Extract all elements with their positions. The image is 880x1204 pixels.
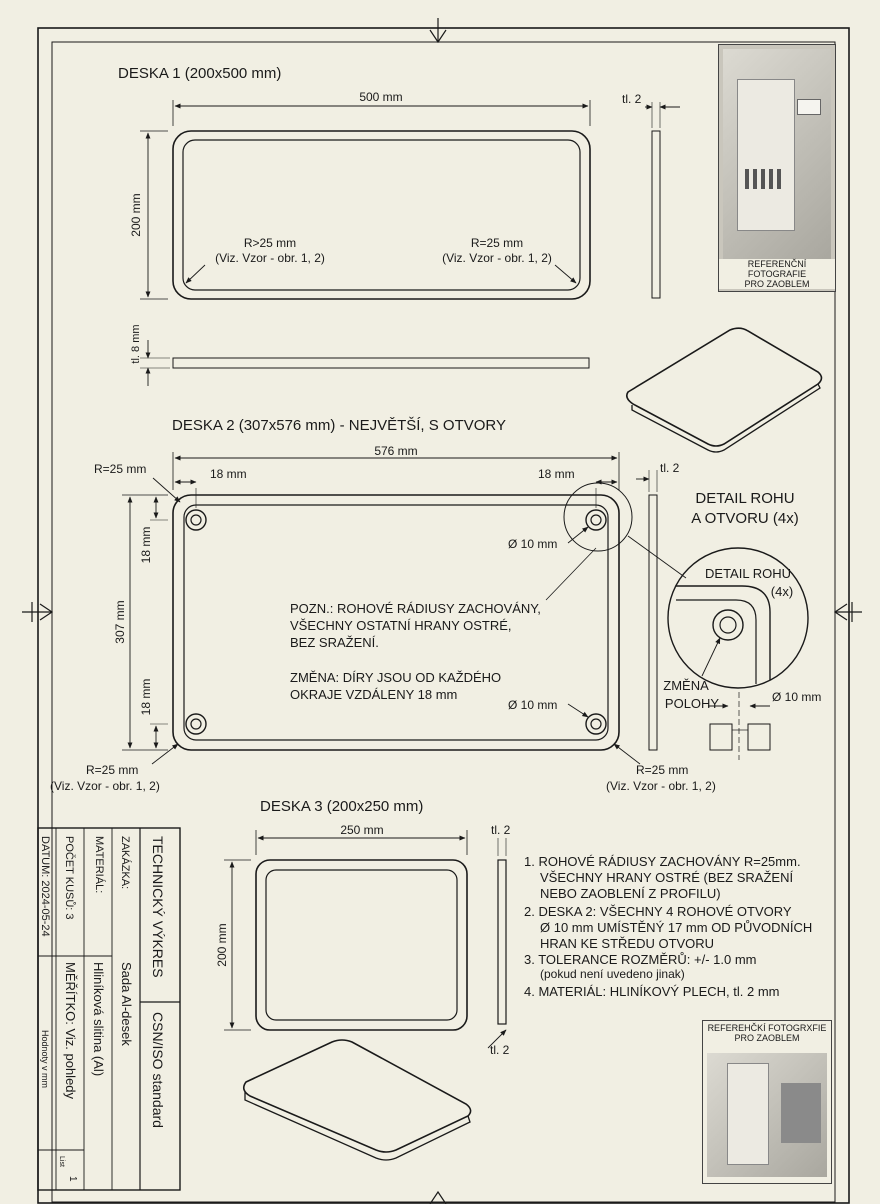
deska-2-hole-br bbox=[585, 713, 607, 735]
deska-2-change-1: ZMĚNA: DÍRY JSOU OD KAŽDÉHO bbox=[290, 670, 501, 685]
deska-2-radius-bl: R=25 mm bbox=[86, 763, 138, 777]
deska-1-thickness: tl. 2 bbox=[622, 92, 642, 106]
deska-3-height: 200 mm bbox=[215, 923, 229, 966]
title-block: TECHNICKÝ VÝKRES CSN/ISO standard ZAKÁZK… bbox=[37, 827, 181, 1191]
deska-2-radius-top: R=25 mm bbox=[94, 462, 146, 476]
title-sheet-label: List bbox=[58, 1156, 65, 1167]
deska-2-hole-top-label: Ø 10 mm bbox=[508, 537, 557, 551]
detail-change-1: ZMĚNA bbox=[663, 678, 709, 693]
title-standard: CSN/ISO standard bbox=[150, 1012, 166, 1128]
deska-1-height: 200 mm bbox=[129, 193, 143, 236]
deska-2-height: 307 mm bbox=[113, 600, 127, 643]
title-material-label: MATERIÁL: bbox=[93, 836, 106, 893]
deska-2-width: 576 mm bbox=[374, 444, 417, 458]
corner-detail: DETAIL ROHU A OTVORU (4x) DETAIL ROHU (4… bbox=[663, 490, 821, 760]
deska-2-radius-br: R=25 mm bbox=[636, 763, 688, 777]
deska-2-offset-bottom: 18 mm bbox=[139, 679, 153, 716]
deska-1-title: DESKA 1 (200x500 mm) bbox=[118, 65, 281, 82]
deska-1-plate: DESKA 1 (200x500 mm) 500 mm 200 mm R>25 … bbox=[118, 65, 823, 453]
deska-3-title: DESKA 3 (200x250 mm) bbox=[260, 798, 423, 815]
detail-inner-2: (4x) bbox=[771, 584, 793, 599]
note-2: 2. DESKA 2: VŠECHNY 4 ROHOVÉ OTVORY bbox=[524, 904, 792, 919]
deska-2-hole-bottom-label: Ø 10 mm bbox=[508, 698, 557, 712]
note-1: 1. ROHOVÉ RÁDIUSY ZACHOVÁNY R=25mm. bbox=[524, 854, 801, 869]
deska-2-plate: DESKA 2 (307x576 mm) - NEJVĚTŠÍ, S OTVOR… bbox=[50, 417, 716, 793]
detail-hole-label: Ø 10 mm bbox=[772, 690, 821, 704]
general-notes: 1. ROHOVÉ RÁDIUSY ZACHOVÁNY R=25mm. VŠEC… bbox=[524, 854, 812, 999]
deska-2-offset-top: 18 mm bbox=[139, 527, 153, 564]
detail-title-1: DETAIL ROHU bbox=[695, 490, 794, 507]
drawing-frame bbox=[22, 18, 862, 1204]
note-3b: (pokud není uvedeno jinak) bbox=[540, 967, 685, 981]
note-4: 4. MATERIÁL: HLINÍKOVÝ PLECH, tl. 2 mm bbox=[524, 984, 780, 999]
deska-2-hole-tr bbox=[585, 509, 607, 531]
note-2b: Ø 10 mm UMÍSTĚNÝ 17 mm OD PŮVODNÍCH bbox=[540, 920, 812, 935]
deska-2-note-3: BEZ SRAŽENÍ. bbox=[290, 635, 379, 650]
note-2c: HRAN KE STŘEDU OTVORU bbox=[540, 936, 714, 951]
deska-1-ref-right: (Viz. Vzor - obr. 1, 2) bbox=[442, 251, 552, 265]
note-1c: NEBO ZAOBLENÍ Z PROFILU) bbox=[540, 886, 721, 901]
title-zakazka-label: ZAKÁZKA: bbox=[119, 836, 132, 889]
deska-1-edge-thickness: tl. 8 mm bbox=[130, 324, 142, 363]
title-material-value: Hliníková slitina (Al) bbox=[91, 962, 106, 1076]
reference-photo-top: REFERENČNÍ FOTOGRAFIE PRO ZAOBLEM bbox=[718, 44, 836, 292]
deska-1-ref-left: (Viz. Vzor - obr. 1, 2) bbox=[215, 251, 325, 265]
detail-title-2: A OTVORU (4x) bbox=[691, 510, 799, 527]
title-count: POČET KUSŮ: 3 bbox=[63, 836, 76, 920]
deska-2-hole-tl bbox=[185, 509, 207, 531]
deska-2-change-2: OKRAJE VZDÁLENY 18 mm bbox=[290, 687, 457, 702]
title-technical: TECHNICKÝ VÝKRES bbox=[150, 836, 166, 978]
detail-change-2: POLOHY bbox=[665, 696, 720, 711]
deska-3-thickness-top: tl. 2 bbox=[491, 823, 511, 837]
detail-inner-1: DETAIL ROHU bbox=[705, 566, 791, 581]
deska-3-thickness-bottom: tl. 2 bbox=[490, 1043, 510, 1057]
photo-top-caption-2: PRO ZAOBLEM bbox=[744, 279, 810, 289]
photo-bottom-caption-1: REFEREHČKÍ FOTOGRXFIE bbox=[707, 1023, 827, 1033]
photo-top-caption-1: REFERENČNÍ FOTOGRAFIE bbox=[747, 259, 807, 279]
deska-2-ref-br: (Viz. Vzor - obr. 1, 2) bbox=[606, 779, 716, 793]
deska-2-title: DESKA 2 (307x576 mm) - NEJVĚTŠÍ, S OTVOR… bbox=[172, 417, 506, 434]
deska-2-ref-bl: (Viz. Vzor - obr. 1, 2) bbox=[50, 779, 160, 793]
deska-1-radius-right: R=25 mm bbox=[471, 236, 523, 250]
deska-2-hole-bl bbox=[185, 713, 207, 735]
reference-photo-bottom: REFEREHČKÍ FOTOGRXFIE PRO ZAOBLEM bbox=[702, 1020, 832, 1184]
title-date: DATUM: 2024-05-24 bbox=[39, 836, 51, 937]
deska-2-note-2: VŠECHNY OSTATNÍ HRANY OSTRÉ, bbox=[290, 618, 512, 633]
title-scale: MĚŘÍTKO: Viz. pohledy bbox=[63, 962, 78, 1100]
deska-2-offset-right: 18 mm bbox=[538, 467, 575, 481]
title-sheet-value: 1 bbox=[67, 1176, 78, 1182]
deska-1-radius-left: R>25 mm bbox=[244, 236, 296, 250]
title-zakazka-value: Sada Al-desek bbox=[119, 962, 134, 1046]
note-3: 3. TOLERANCE ROZMĚRŮ: +/- 1.0 mm bbox=[524, 952, 756, 967]
photo-bottom-caption-2: PRO ZAOBLEM bbox=[734, 1033, 800, 1043]
deska-2-thickness: tl. 2 bbox=[660, 461, 680, 475]
deska-2-note-1: POZN.: ROHOVÉ RÁDIUSY ZACHOVÁNY, bbox=[290, 601, 541, 616]
deska-3-width: 250 mm bbox=[340, 823, 383, 837]
deska-3-plate: DESKA 3 (200x250 mm) 250 mm 200 mm tl. 2… bbox=[215, 798, 511, 1161]
title-small-note: Hodnoty v mm bbox=[40, 1030, 50, 1088]
note-1b: VŠECHNY HRANY OSTRÉ (BEZ SRAŽENÍ bbox=[540, 870, 793, 885]
deska-2-offset-left: 18 mm bbox=[210, 467, 247, 481]
deska-1-width: 500 mm bbox=[359, 90, 402, 104]
